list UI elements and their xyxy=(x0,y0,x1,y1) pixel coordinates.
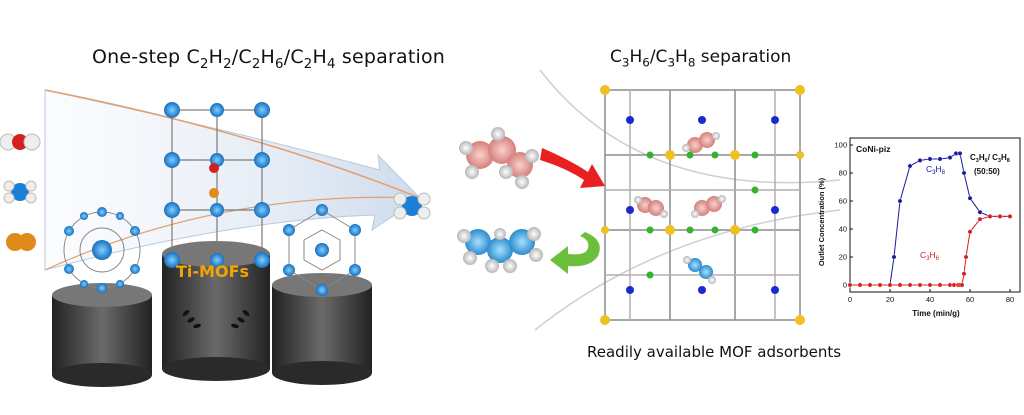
left-illustration xyxy=(0,89,431,387)
data-point-C3H6 xyxy=(887,282,893,288)
mof-crystal-right xyxy=(283,204,361,296)
legend-text-line1: C3H6/ C3H8 xyxy=(970,153,1010,164)
middle-panel-title: C3H6/C3H8 separation xyxy=(610,47,792,70)
series-label-propylene: C3H6 xyxy=(920,250,940,262)
y-tick-label: 80 xyxy=(839,169,847,178)
data-point-C3H6 xyxy=(927,282,933,288)
data-point-C3H8 xyxy=(953,150,959,156)
data-point-C3H8 xyxy=(961,170,967,176)
mof-crystal-center xyxy=(164,102,270,268)
data-point-C3H6 xyxy=(951,282,957,288)
data-point-C3H8 xyxy=(927,156,933,162)
middle-illustration xyxy=(457,69,841,331)
data-point-C3H6 xyxy=(867,282,873,288)
y-axis-label: Outlet Concentration (%) xyxy=(817,177,826,266)
data-point-C3H6 xyxy=(917,282,923,288)
data-point-C3H8 xyxy=(957,150,963,156)
platform-right xyxy=(272,273,372,385)
molecule-ethane-icon xyxy=(6,233,36,251)
data-point-C3H8 xyxy=(917,157,923,163)
data-point-C3H8 xyxy=(937,156,943,162)
x-tick-label: 40 xyxy=(926,295,934,304)
left-panel-title: One-step C2H2/C2H6/C2H4 separation xyxy=(92,46,446,72)
adsorption-arrow-icon xyxy=(540,148,605,188)
laurel-icon xyxy=(180,310,252,330)
propane-molecule-icon xyxy=(457,227,543,273)
data-point-C3H8 xyxy=(891,254,897,260)
rejection-arrow-icon xyxy=(550,232,600,274)
data-point-C3H8 xyxy=(897,198,903,204)
framework-nodes xyxy=(600,85,805,325)
ti-mofs-label: Ti-MOFs xyxy=(176,262,250,281)
x-tick-label: 20 xyxy=(886,295,894,304)
y-tick-label: 40 xyxy=(839,225,847,234)
breakthrough-chart: 0 20 40 60 80 0 20 40 60 80 100 CoNi-piz C3H6/ C3H… xyxy=(817,137,1021,318)
legend-text-line2: (50:50) xyxy=(974,167,1000,176)
propylene-molecule-icon xyxy=(459,127,539,189)
plot-frame xyxy=(849,137,1021,293)
data-point-C3H6 xyxy=(997,214,1003,219)
y-tick-label: 60 xyxy=(839,197,847,206)
data-point-C3H8 xyxy=(967,195,973,201)
mof-framework xyxy=(604,89,801,321)
data-point-C3H6 xyxy=(907,282,913,288)
molecule-acetylene-icon xyxy=(0,133,41,151)
data-point-C3H8 xyxy=(977,209,983,215)
molecule-ethylene-icon xyxy=(3,180,37,204)
y-tick-label: 0 xyxy=(843,281,847,290)
data-point-C3H6 xyxy=(947,282,953,288)
series-label-propane: C3H8 xyxy=(926,164,946,176)
molecule-product-ethylene-icon xyxy=(393,192,431,220)
data-point-C3H6 xyxy=(897,282,903,288)
y-tick-label: 100 xyxy=(834,141,847,150)
data-point-C3H6 xyxy=(977,216,983,222)
data-point-C3H6 xyxy=(959,282,965,288)
chart-annotation: CoNi-piz xyxy=(856,144,890,154)
platform-left xyxy=(52,283,152,387)
data-point-C3H6 xyxy=(847,282,853,288)
data-point-C3H8 xyxy=(907,163,913,169)
data-point-C3H6 xyxy=(967,229,973,235)
x-tick-label: 60 xyxy=(966,295,974,304)
data-point-C3H6 xyxy=(961,271,967,277)
data-point-C3H8 xyxy=(947,155,953,160)
adsorbents-caption: Readily available MOF adsorbents xyxy=(587,343,842,361)
x-tick-label: 80 xyxy=(1006,295,1014,304)
data-point-C3H6 xyxy=(877,282,883,288)
data-point-C3H6 xyxy=(987,214,993,219)
adsorbed-propane-icon xyxy=(683,256,716,284)
y-tick-label: 20 xyxy=(839,253,847,262)
data-point-C3H6 xyxy=(937,282,943,288)
platform-center xyxy=(162,241,270,381)
data-point-C3H6 xyxy=(857,282,863,288)
data-point-C3H6 xyxy=(1007,214,1013,219)
mof-crystal-left xyxy=(63,207,141,293)
data-point-C3H6 xyxy=(963,254,969,260)
adsorbed-propylene-icon xyxy=(634,132,726,218)
x-tick-label: 0 xyxy=(848,295,852,304)
x-axis-label: Time (min/g) xyxy=(912,309,960,318)
